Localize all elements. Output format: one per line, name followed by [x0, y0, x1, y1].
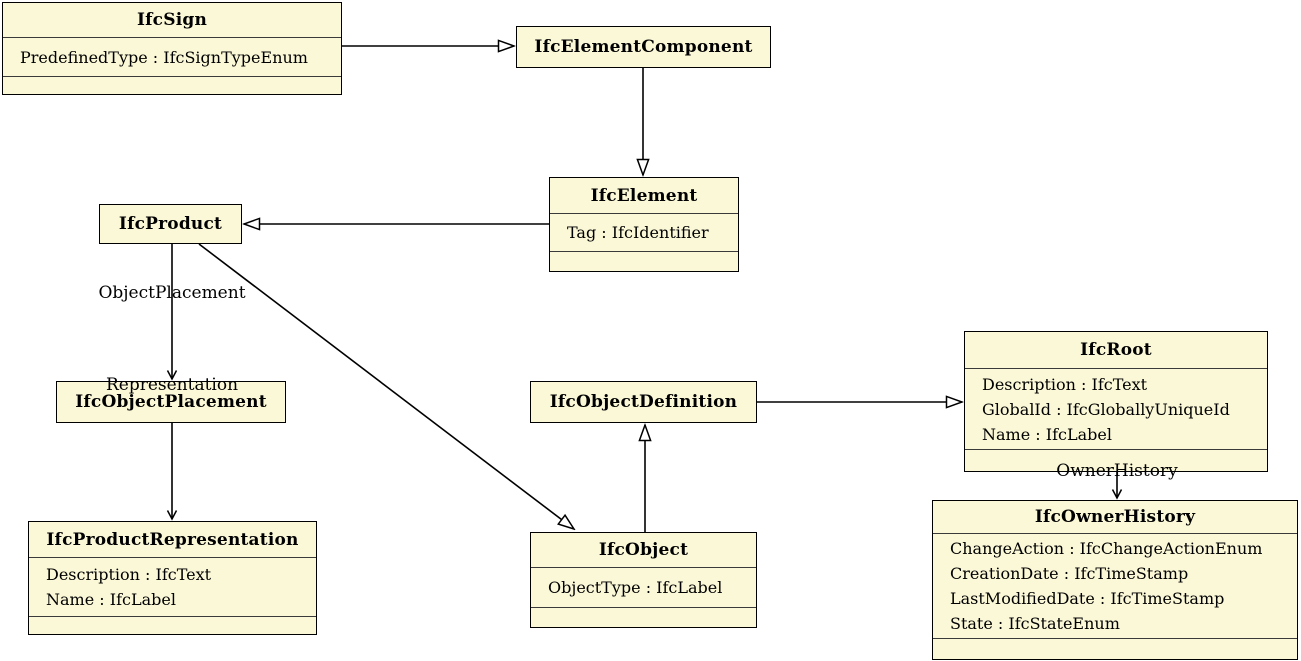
- edge-label-representation: Representation: [105, 375, 239, 395]
- class-title-ifcroot: IfcRoot: [1080, 340, 1152, 360]
- class-title-ifcelement: IfcElement: [590, 185, 698, 206]
- class-operations-empty: [29, 617, 316, 634]
- class-title-ifcproduct: IfcProduct: [118, 214, 223, 234]
- class-operations-empty: [3, 77, 341, 94]
- edge-label-objectplacement: ObjectPlacement: [98, 283, 246, 303]
- class-attributes-ifcelement: Tag : IfcIdentifier: [550, 213, 738, 252]
- class-ifcroot: IfcRoot Description : IfcText GlobalId :…: [964, 331, 1268, 472]
- class-ifcobjectdefinition: IfcObjectDefinition: [530, 381, 757, 423]
- class-title-ifcelementcomponent: IfcElementComponent: [534, 37, 753, 57]
- attribute: Description : IfcText: [46, 565, 212, 584]
- class-title-ifcownerhistory: IfcOwnerHistory: [1034, 507, 1196, 527]
- attribute: State : IfcStateEnum: [950, 614, 1120, 633]
- attribute: Description : IfcText: [982, 374, 1148, 394]
- class-operations-empty: [531, 608, 756, 627]
- class-operations-empty: [933, 639, 1297, 659]
- class-ifcsign: IfcSign PredefinedType : IfcSignTypeEnum: [2, 2, 342, 95]
- class-ifcelementcomponent: IfcElementComponent: [516, 26, 771, 68]
- attribute: ChangeAction : IfcChangeActionEnum: [950, 539, 1263, 558]
- attribute: LastModifiedDate : IfcTimeStamp: [950, 589, 1225, 608]
- attribute: PredefinedType : IfcSignTypeEnum: [20, 47, 308, 67]
- class-ifcobjectplacement: IfcObjectPlacement: [56, 381, 286, 423]
- class-title-ifcobjectdefinition: IfcObjectDefinition: [549, 392, 738, 412]
- attribute: ObjectType : IfcLabel: [548, 578, 723, 597]
- class-attributes-ifcroot: Description : IfcText GlobalId : IfcGlob…: [965, 368, 1267, 450]
- class-ifcobject: IfcObject ObjectType : IfcLabel: [530, 532, 757, 628]
- class-ifcproductrepresentation: IfcProductRepresentation Description : I…: [28, 521, 317, 635]
- class-attributes-ifcownerhistory: ChangeAction : IfcChangeActionEnum Creat…: [933, 533, 1297, 639]
- class-operations-empty: [550, 252, 738, 271]
- class-attributes-ifcsign: PredefinedType : IfcSignTypeEnum: [3, 37, 341, 77]
- attribute: CreationDate : IfcTimeStamp: [950, 564, 1189, 583]
- class-ifcelement: IfcElement Tag : IfcIdentifier: [549, 177, 739, 272]
- class-attributes-ifcobject: ObjectType : IfcLabel: [531, 567, 756, 608]
- class-ifcownerhistory: IfcOwnerHistory ChangeAction : IfcChange…: [932, 500, 1298, 660]
- class-title-ifcsign: IfcSign: [137, 10, 207, 30]
- class-title-ifcobjectplacement: IfcObjectPlacement: [75, 392, 267, 412]
- class-title-ifcproductrepresentation: IfcProductRepresentation: [46, 529, 299, 550]
- attribute: Name : IfcLabel: [46, 590, 176, 609]
- attribute: GlobalId : IfcGloballyUniqueId: [982, 399, 1230, 419]
- attribute: Tag : IfcIdentifier: [567, 223, 709, 242]
- edge-label-ownerhistory: OwnerHistory: [1056, 461, 1178, 481]
- class-ifcproduct: IfcProduct: [99, 204, 242, 244]
- class-title-ifcobject: IfcObject: [598, 540, 689, 560]
- class-attributes-ifcproductrepresentation: Description : IfcText Name : IfcLabel: [29, 557, 316, 617]
- attribute: Name : IfcLabel: [982, 424, 1112, 444]
